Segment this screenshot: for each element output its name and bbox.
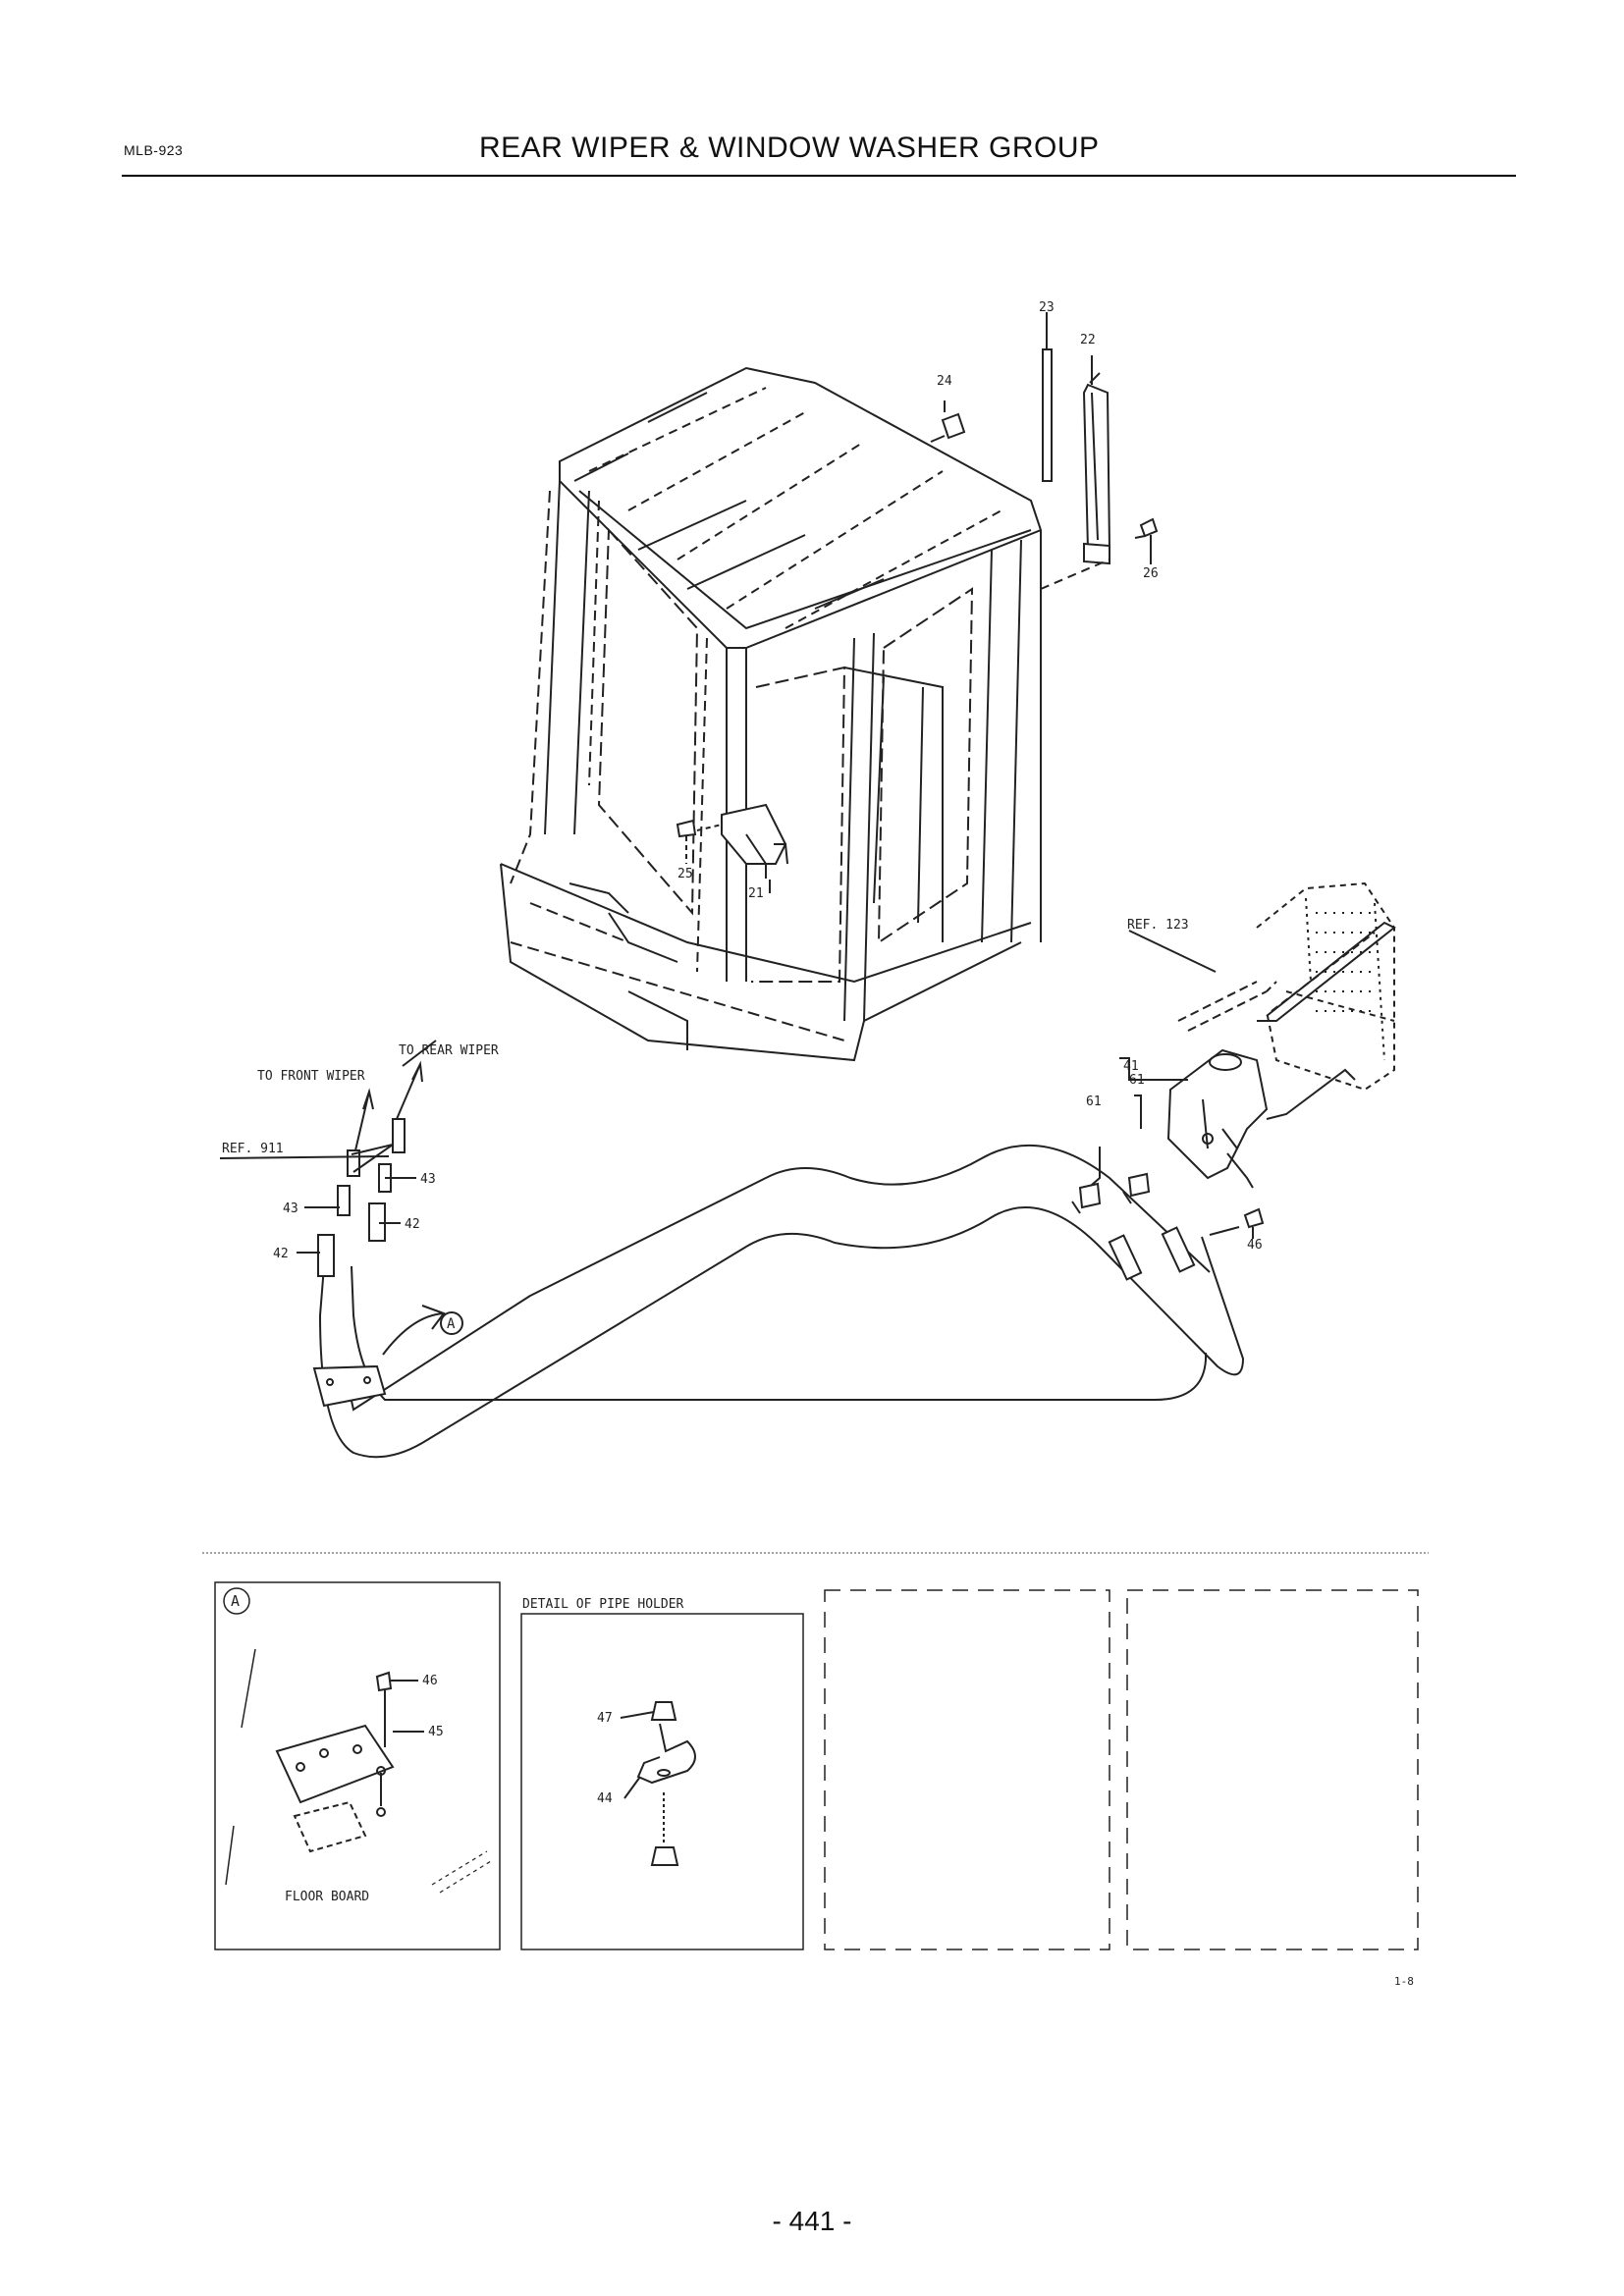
leader-lines-hose (297, 930, 1240, 1254)
label-61-left: 61 (1086, 1095, 1102, 1109)
label-43-left: 43 (283, 1201, 298, 1216)
label-23: 23 (1039, 300, 1055, 315)
label-21: 21 (748, 886, 764, 901)
part-labels: 23 22 24 26 25 21 41 61 61 46 43 43 42 4… (222, 300, 1414, 1988)
bolt-25 (676, 819, 723, 864)
pipe-holder-title: DETAIL OF PIPE HOLDER (522, 1597, 684, 1612)
washer-hose (318, 1144, 1245, 1459)
detail-a-label-46: 46 (422, 1674, 438, 1688)
callout-ref-123: REF. 123 (1127, 918, 1189, 933)
hose-sleeves (317, 1202, 1196, 1281)
label-46: 46 (1247, 1238, 1263, 1253)
label-43-right: 43 (420, 1172, 436, 1187)
figure-code: 1-8 (1394, 1975, 1414, 1988)
detail-a-marker-label: A (447, 1316, 456, 1332)
label-61-right: 61 (1129, 1073, 1145, 1088)
detail-a-label-45: 45 (428, 1725, 444, 1739)
panel-ref-123 (1177, 881, 1395, 1092)
pipe-holder-panel (520, 1613, 804, 1950)
wiper-arm (1082, 355, 1111, 565)
label-42-left: 42 (273, 1247, 289, 1261)
label-22: 22 (1080, 333, 1096, 347)
page-title: REAR WIPER & WINDOW WASHER GROUP (479, 132, 1100, 164)
floor-plate (312, 1305, 446, 1408)
hose-arrows (219, 1040, 437, 1173)
empty-panel-left (824, 1589, 1110, 1950)
operator-cab (500, 366, 1043, 1062)
hose-joints-43 (337, 1118, 406, 1216)
tee-fittings-61 (1071, 1172, 1151, 1214)
wiper-motor-21 (721, 803, 788, 893)
washer-tank (1166, 1048, 1269, 1180)
empty-panel-right (1126, 1589, 1419, 1950)
detail-a-title-marker: A (231, 1592, 240, 1610)
bolt-46 (1243, 1207, 1265, 1239)
label-42-right: 42 (405, 1217, 420, 1232)
callout-to-front-wiper: TO FRONT WIPER (257, 1069, 365, 1084)
label-25: 25 (677, 867, 693, 881)
page-number: - 441 - (772, 2206, 852, 2236)
wiper-blade (1042, 312, 1053, 482)
label-26: 26 (1143, 566, 1159, 581)
bolt-26 (1134, 517, 1159, 564)
document-code: MLB-923 (124, 142, 184, 158)
pipe-holder-label-44: 44 (597, 1791, 613, 1806)
pipe-holder-label-47: 47 (597, 1711, 613, 1726)
callout-ref-911: REF. 911 (222, 1142, 284, 1156)
callout-to-rear-wiper: TO REAR WIPER (399, 1043, 499, 1058)
label-24: 24 (937, 374, 952, 389)
detail-a-panel (214, 1581, 501, 1950)
title-divider (122, 175, 1516, 177)
label-41: 41 (1123, 1059, 1139, 1074)
nozzle-24 (930, 400, 1110, 590)
detail-a-marker (440, 1311, 463, 1335)
detail-a-caption: FLOOR BOARD (285, 1890, 369, 1904)
